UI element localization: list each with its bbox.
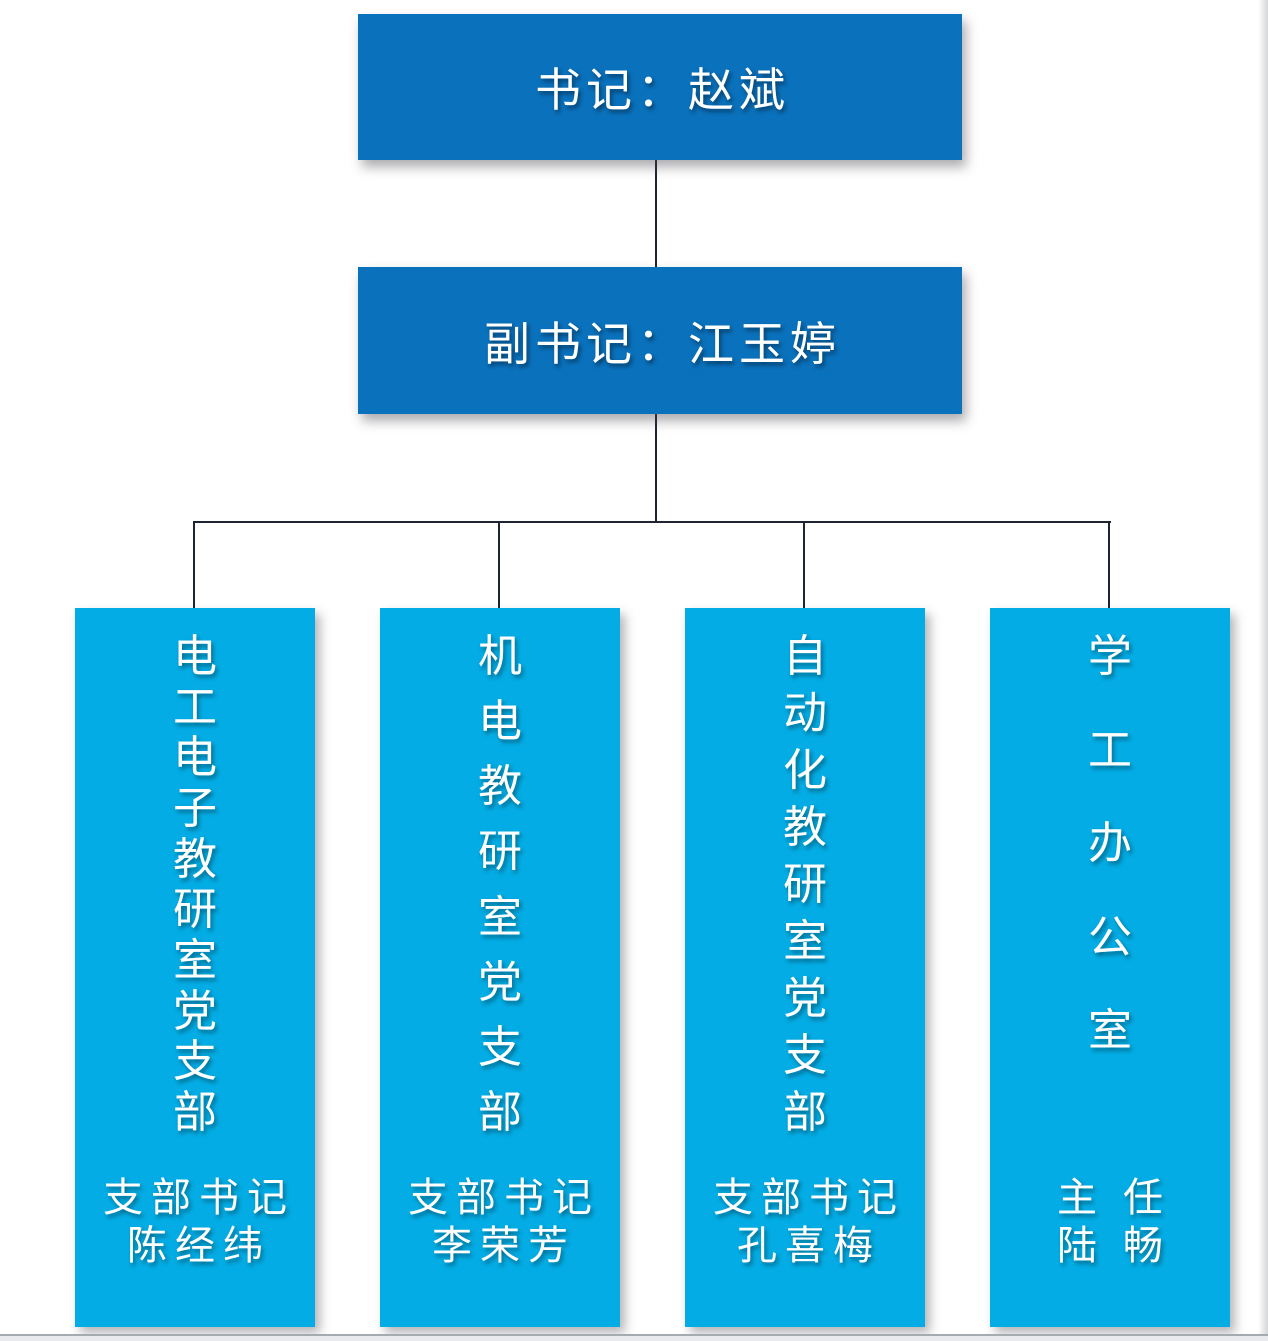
- vertical-title-char: 动: [783, 689, 827, 738]
- branch-leader-name: 陈经纬: [127, 1224, 271, 1268]
- branch-leader-block: 支部书记 陈经纬: [75, 1174, 315, 1270]
- vertical-title-char: 教: [173, 834, 217, 884]
- branch-vertical-title: 机电教研室党支部: [478, 635, 522, 1135]
- vertical-title-char: 电: [173, 733, 217, 783]
- vertical-title-char: 电: [478, 697, 522, 747]
- connector-root-to-deputy: [655, 160, 657, 268]
- vertical-title-char: 教: [478, 762, 522, 812]
- vertical-title-char: 机: [478, 632, 522, 681]
- vertical-title-char: 办: [1088, 819, 1132, 868]
- node-secretary-label: 书记：赵斌: [535, 64, 790, 116]
- connector-deputy-stem: [655, 414, 657, 523]
- vertical-title-char: 室: [1088, 1006, 1132, 1055]
- node-secretary: 书记：赵斌: [358, 14, 962, 160]
- vertical-title-char: 室: [173, 935, 217, 985]
- page-edge-right: [1258, 0, 1268, 1341]
- vertical-title-char: 部: [173, 1087, 217, 1137]
- vertical-title-char: 支: [478, 1022, 522, 1072]
- vertical-title-char: 研: [173, 885, 217, 935]
- branch-leader-role: 支部书记: [103, 1176, 295, 1220]
- vertical-title-char: 研: [783, 860, 827, 909]
- page-edge-bottom: [0, 1334, 1268, 1341]
- branch-vertical-title: 电工电子教研室党支部: [173, 635, 217, 1135]
- branch-leader-role: 主任: [1057, 1176, 1189, 1220]
- node-deputy-secretary: 副书记：江玉婷: [358, 267, 962, 414]
- vertical-title-char: 党: [783, 974, 827, 1023]
- branch-leader-block: 支部书记 李荣芳: [380, 1174, 620, 1270]
- vertical-title-char: 子: [173, 783, 217, 833]
- vertical-title-char: 教: [783, 803, 827, 852]
- vertical-title-char: 研: [478, 827, 522, 877]
- node-branch-mechatronics: 机电教研室党支部 支部书记 李荣芳: [380, 608, 620, 1327]
- connector-drop-branch-3: [803, 521, 805, 609]
- node-branch-automation: 自动化教研室党支部 支部书记 孔喜梅: [685, 608, 925, 1327]
- vertical-title-char: 室: [783, 917, 827, 966]
- branch-vertical-title: 自动化教研室党支部: [783, 635, 827, 1135]
- connector-drop-branch-2: [498, 521, 500, 609]
- node-deputy-secretary-label: 副书记：江玉婷: [484, 317, 841, 370]
- branch-leader-role: 支部书记: [408, 1176, 600, 1220]
- vertical-title-char: 支: [783, 1031, 827, 1080]
- branch-leader-name: 陆畅: [1057, 1224, 1189, 1268]
- vertical-title-char: 部: [478, 1087, 522, 1137]
- vertical-title-char: 自: [783, 632, 827, 681]
- vertical-title-char: 党: [173, 986, 217, 1036]
- vertical-title-char: 电: [173, 632, 217, 681]
- vertical-title-char: 部: [783, 1088, 827, 1137]
- vertical-title-char: 学: [1088, 632, 1132, 681]
- vertical-title-char: 党: [478, 957, 522, 1007]
- branch-leader-block: 主任 陆畅: [990, 1174, 1230, 1270]
- vertical-title-char: 室: [478, 892, 522, 942]
- vertical-title-char: 工: [173, 682, 217, 732]
- vertical-title-char: 化: [783, 746, 827, 795]
- connector-drop-branch-1: [193, 521, 195, 609]
- vertical-title-char: 工: [1088, 725, 1132, 775]
- branch-leader-block: 支部书记 孔喜梅: [685, 1174, 925, 1270]
- vertical-title-char: 公: [1088, 912, 1132, 962]
- connector-drop-branch-4: [1108, 521, 1110, 609]
- branch-leader-name: 李荣芳: [432, 1224, 576, 1268]
- branch-vertical-title: 学工办公室: [1088, 635, 1132, 1053]
- node-branch-electrical-electronics: 电工电子教研室党支部 支部书记 陈经纬: [75, 608, 315, 1327]
- connector-horizontal-bus: [193, 521, 1111, 523]
- vertical-title-char: 支: [173, 1037, 217, 1087]
- node-branch-student-affairs-office: 学工办公室 主任 陆畅: [990, 608, 1230, 1327]
- branch-leader-role: 支部书记: [713, 1176, 905, 1220]
- branch-leader-name: 孔喜梅: [737, 1224, 881, 1268]
